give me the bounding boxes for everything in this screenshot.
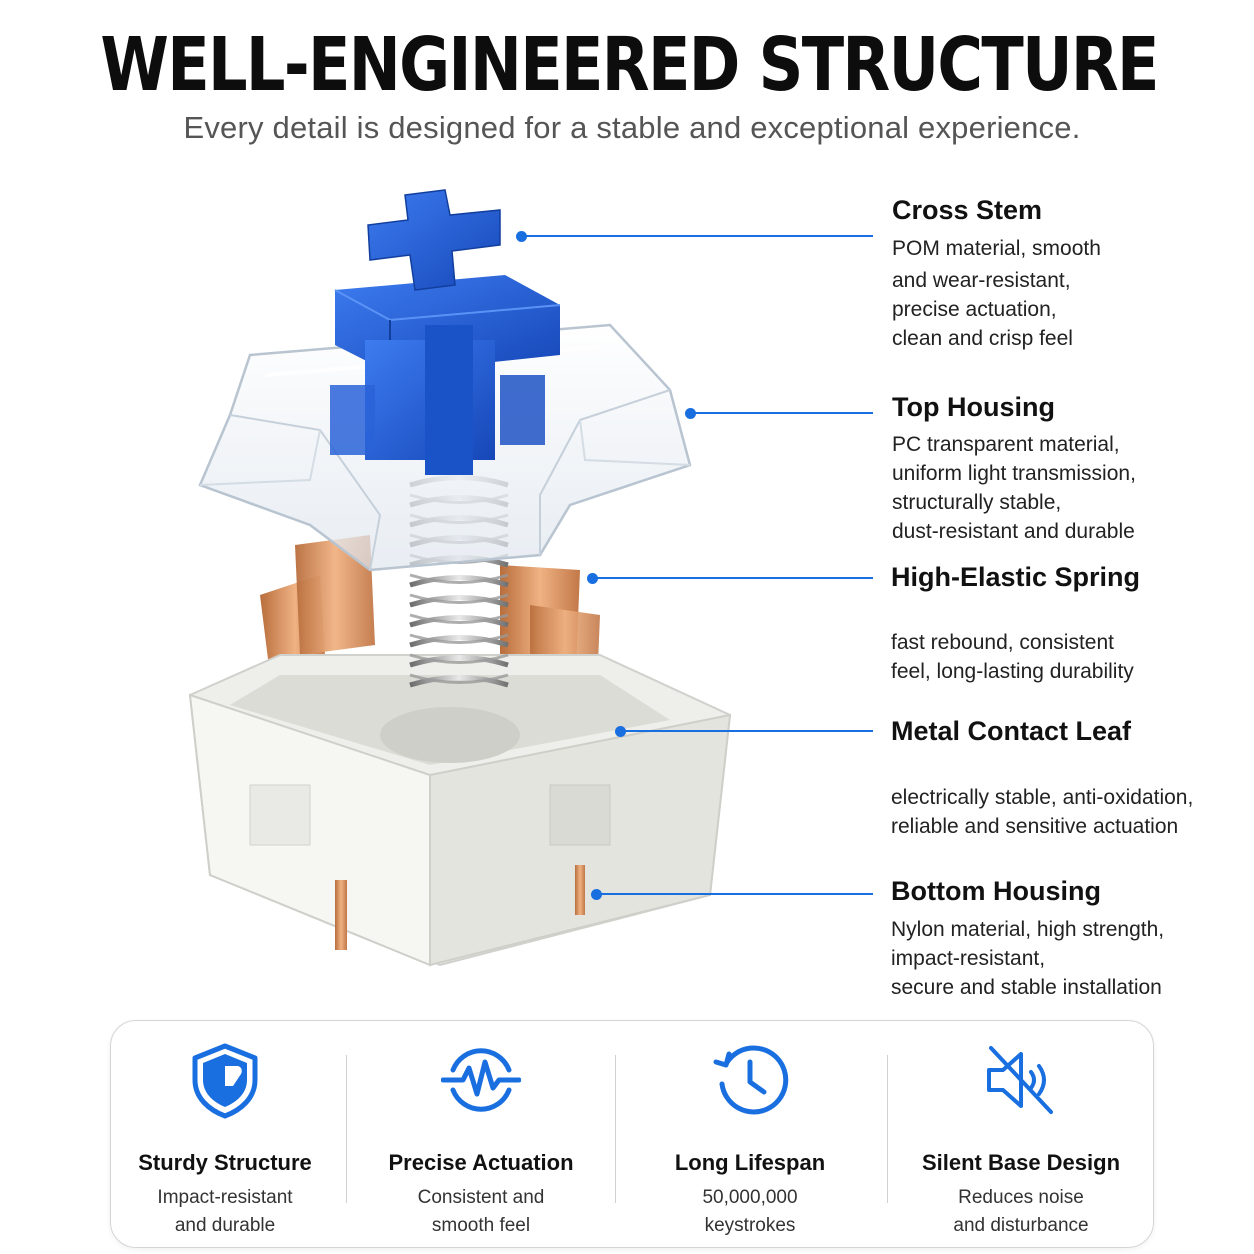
divider — [615, 1055, 616, 1203]
features-panel — [110, 1020, 1154, 1248]
cross-stem-title: Cross Stem — [892, 195, 1043, 225]
muted-speaker-icon — [987, 1046, 1053, 1114]
divider — [346, 1055, 347, 1203]
top-housing-title: Top Housing — [892, 392, 1055, 422]
page-subtitle: Every detail is designed for a stable an… — [183, 110, 1081, 145]
contact-leaf-title: Metal Contact Leaf — [891, 716, 1132, 746]
top-housing-desc: PC transparent material, uniform light t… — [892, 433, 1136, 543]
feature-title: Silent Base Design — [921, 1150, 1121, 1175]
cross-stem-pointer — [521, 235, 873, 237]
spring-title: High-Elastic Spring — [891, 562, 1141, 592]
contact-leaf-dot — [615, 726, 626, 737]
feature-title: Precise Actuation — [388, 1150, 574, 1175]
cross-stem — [330, 189, 561, 475]
pulse-icon — [441, 1048, 521, 1112]
bottom-housing — [188, 654, 732, 967]
cross-stem-desc: POM material, smooth and wear-resistant,… — [892, 237, 1101, 350]
spring-pointer — [592, 577, 873, 579]
feature-card-sturdy: Sturdy Structure Impact-resistant and du… — [95, 1040, 355, 1240]
feature-desc: 50,000,000 keystrokes — [702, 1187, 798, 1236]
switch-illustration — [188, 189, 732, 967]
spring-desc: fast rebound, consistent feel, long-last… — [891, 631, 1134, 683]
bottom-housing-title: Bottom Housing — [891, 876, 1101, 906]
contact-leaf-pointer — [620, 730, 873, 732]
feature-card-silent: Silent Base Design Reduces noise and dis… — [891, 1040, 1151, 1240]
clock-icon — [713, 1045, 789, 1115]
bottom-housing-desc: Nylon material, high strength, impact-re… — [891, 918, 1165, 999]
bottom-housing-dot — [591, 889, 602, 900]
shield-icon — [192, 1043, 258, 1119]
spring-dot — [587, 573, 598, 584]
cross-stem-dot — [516, 231, 527, 242]
top-housing-dot — [685, 408, 696, 419]
feature-title: Sturdy Structure — [138, 1150, 312, 1175]
feature-title: Long Lifespan — [674, 1150, 826, 1175]
bottom-housing-pointer — [596, 893, 873, 895]
feature-card-actuation: Precise Actuation Consistent and smooth … — [351, 1040, 611, 1240]
page-title: WELL-ENGINEERED STRUCTURE — [100, 22, 1159, 108]
feature-desc: Consistent and smooth feel — [417, 1187, 545, 1236]
feature-desc: Impact-resistant and durable — [157, 1187, 293, 1236]
divider — [887, 1055, 888, 1203]
feature-desc: Reduces noise and disturbance — [953, 1187, 1089, 1236]
contact-leaf-desc: electrically stable, anti-oxidation, rel… — [891, 786, 1194, 838]
top-housing-pointer — [690, 412, 873, 414]
feature-card-lifespan: Long Lifespan 50,000,000 keystrokes — [620, 1040, 880, 1240]
